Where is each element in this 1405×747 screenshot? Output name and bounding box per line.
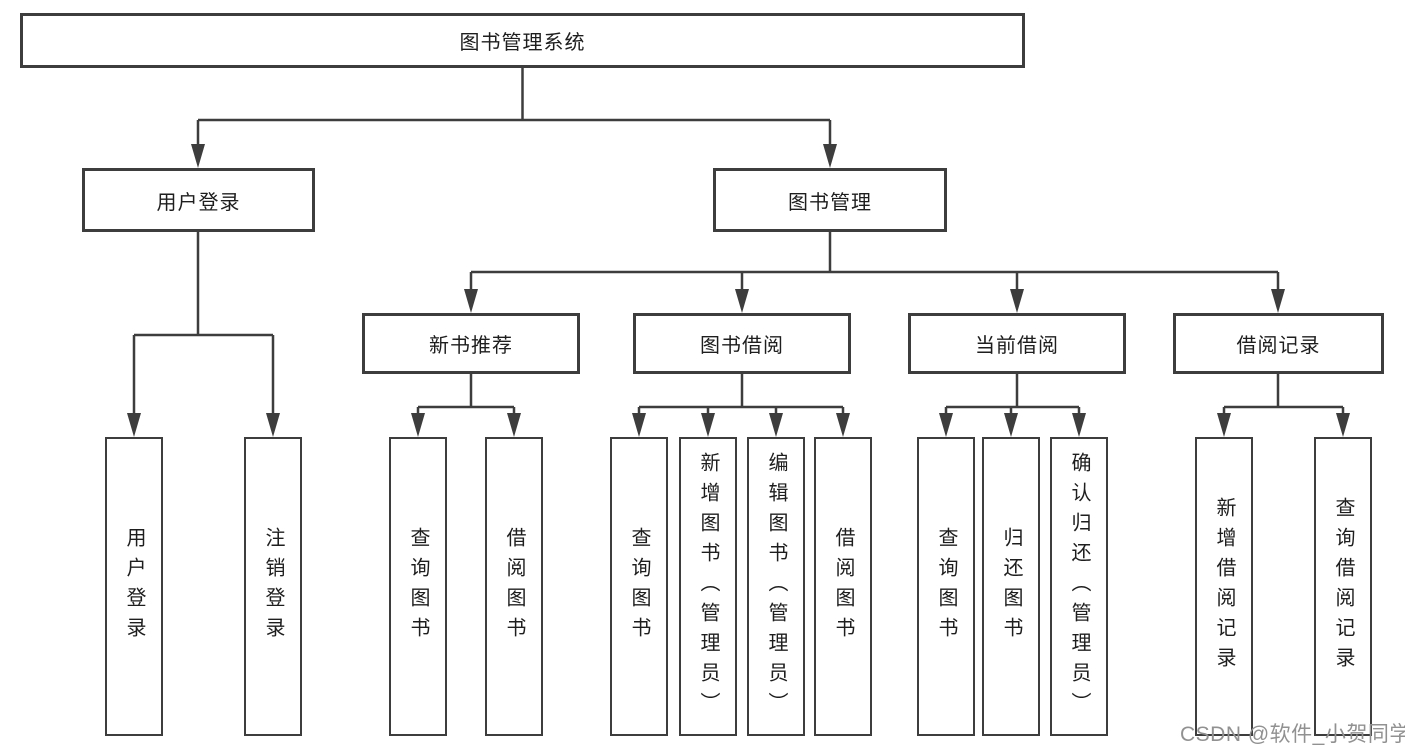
leaf-records-query-record-label: 查询借阅记录	[1332, 496, 1354, 677]
leaf-current-return-books-label: 归还图书	[1000, 526, 1022, 647]
node-user-login-label: 用户登录	[156, 191, 241, 214]
node-library-system-label: 图书管理系统	[459, 32, 586, 54]
leaf-newbooks-borrow-books-label: 借阅图书	[503, 526, 525, 647]
leaf-current-return-books: 归还图书	[982, 437, 1040, 736]
node-borrowing-records: 借阅记录	[1173, 313, 1384, 374]
leaf-user-login: 用户登录	[105, 437, 163, 736]
node-new-book-recommend: 新书推荐	[362, 313, 580, 374]
leaf-logout: 注销登录	[244, 437, 302, 736]
leaf-newbooks-query-books: 查询图书	[389, 437, 447, 736]
leaf-logout-label: 注销登录	[262, 526, 284, 647]
leaf-borrowing-borrow-books-label: 借阅图书	[832, 526, 854, 647]
node-library-system: 图书管理系统	[20, 13, 1025, 68]
leaf-current-query-books-label: 查询图书	[935, 526, 957, 647]
node-new-book-recommend-label: 新书推荐	[429, 335, 513, 357]
leaf-borrowing-query-books: 查询图书	[610, 437, 668, 736]
node-current-borrowing: 当前借阅	[908, 313, 1126, 374]
node-book-borrowing: 图书借阅	[633, 313, 851, 374]
leaf-records-query-record: 查询借阅记录	[1314, 437, 1372, 736]
leaf-newbooks-borrow-books: 借阅图书	[485, 437, 543, 736]
leaf-borrowing-edit-books-admin: 编辑图书（管理员）	[747, 437, 805, 736]
node-book-management: 图书管理	[713, 168, 947, 232]
leaf-newbooks-query-books-label: 查询图书	[407, 526, 429, 647]
leaf-borrowing-borrow-books: 借阅图书	[814, 437, 872, 736]
node-user-login: 用户登录	[82, 168, 315, 232]
leaf-records-add-record: 新增借阅记录	[1195, 437, 1253, 736]
leaf-borrowing-query-books-label: 查询图书	[628, 526, 650, 647]
node-borrowing-records-label: 借阅记录	[1236, 335, 1321, 357]
node-book-borrowing-label: 图书借阅	[700, 335, 784, 357]
leaf-current-confirm-return-admin: 确认归还（管理员）	[1050, 437, 1108, 736]
leaf-records-add-record-label: 新增借阅记录	[1213, 496, 1235, 677]
arrowhead-icons	[127, 144, 1350, 437]
leaf-current-query-books: 查询图书	[917, 437, 975, 736]
node-book-management-label: 图书管理	[788, 191, 872, 214]
leaf-borrowing-edit-books-admin-label: 编辑图书（管理员）	[765, 451, 787, 722]
leaf-borrowing-add-books-admin-label: 新增图书（管理员）	[697, 451, 719, 722]
leaf-user-login-label: 用户登录	[123, 526, 145, 647]
leaf-current-confirm-return-admin-label: 确认归还（管理员）	[1068, 451, 1090, 722]
leaf-borrowing-add-books-admin: 新增图书（管理员）	[679, 437, 737, 736]
csdn-watermark: CSDN @软件_小贺同学	[1180, 723, 1405, 746]
node-current-borrowing-label: 当前借阅	[975, 335, 1059, 357]
